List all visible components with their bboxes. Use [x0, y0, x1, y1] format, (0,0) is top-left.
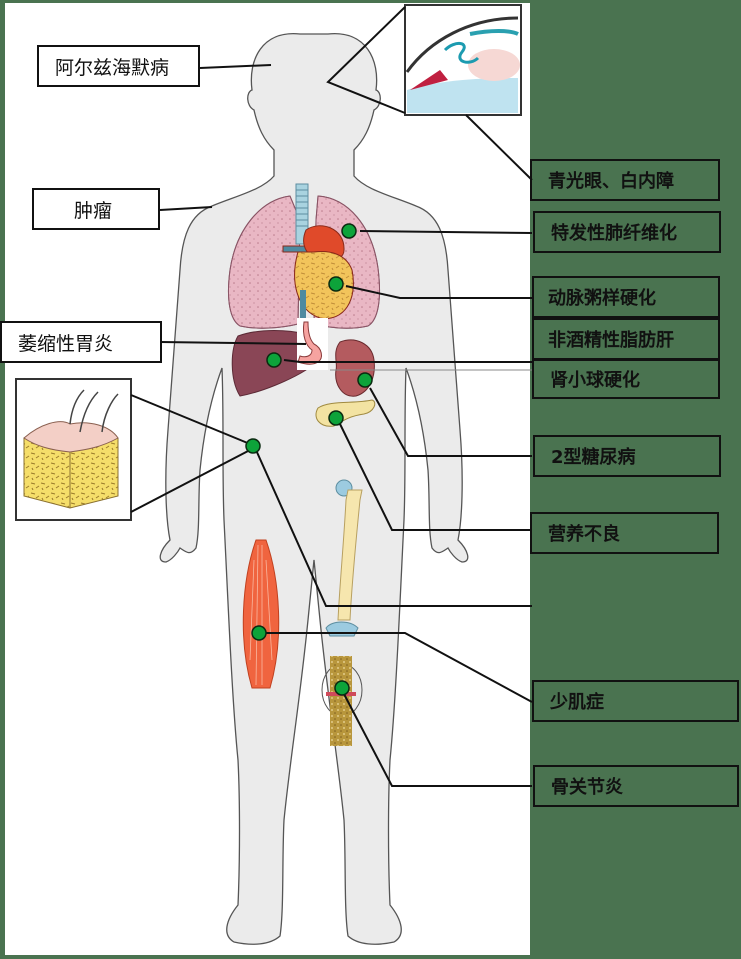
- connector-lines: [130, 6, 533, 787]
- label-alzheimers: 阿尔兹海默病: [37, 45, 200, 87]
- label-glomerulosclerosis: 肾小球硬化: [532, 359, 720, 399]
- heart: [282, 225, 354, 338]
- marker-pancreas: [328, 410, 344, 426]
- label-nafld: 非酒精性脂肪肝: [532, 318, 720, 360]
- marker-kidney: [357, 372, 373, 388]
- marker-muscle: [251, 625, 267, 641]
- trachea: [295, 183, 309, 245]
- marker-heart: [328, 276, 344, 292]
- fat-tissue-inset: [15, 378, 132, 521]
- markers: [245, 223, 373, 696]
- label-atherosclerosis: 动脉粥样硬化: [532, 276, 720, 318]
- label-osteoarthritis: 骨关节炎: [533, 765, 739, 807]
- label-glaucoma-cataract: 青光眼、白内障: [530, 159, 720, 201]
- label-sarcopenia: 少肌症: [532, 680, 739, 722]
- stomach: [297, 321, 322, 365]
- marker-knee: [334, 680, 350, 696]
- eye-inset: [404, 4, 522, 116]
- marker-fat: [245, 438, 261, 454]
- label-atrophic-gastritis: 萎缩性胃炎: [0, 321, 162, 363]
- muscle: [242, 539, 280, 689]
- label-pulmonary-fibrosis: 特发性肺纤维化: [533, 211, 721, 253]
- body-silhouette: [159, 33, 469, 945]
- label-malnutrition: 营养不良: [530, 512, 719, 554]
- label-tumor: 肿瘤: [32, 188, 160, 230]
- marker-liver: [266, 352, 282, 368]
- marker-lung: [341, 223, 357, 239]
- label-type2-diabetes: 2型糖尿病: [533, 435, 721, 477]
